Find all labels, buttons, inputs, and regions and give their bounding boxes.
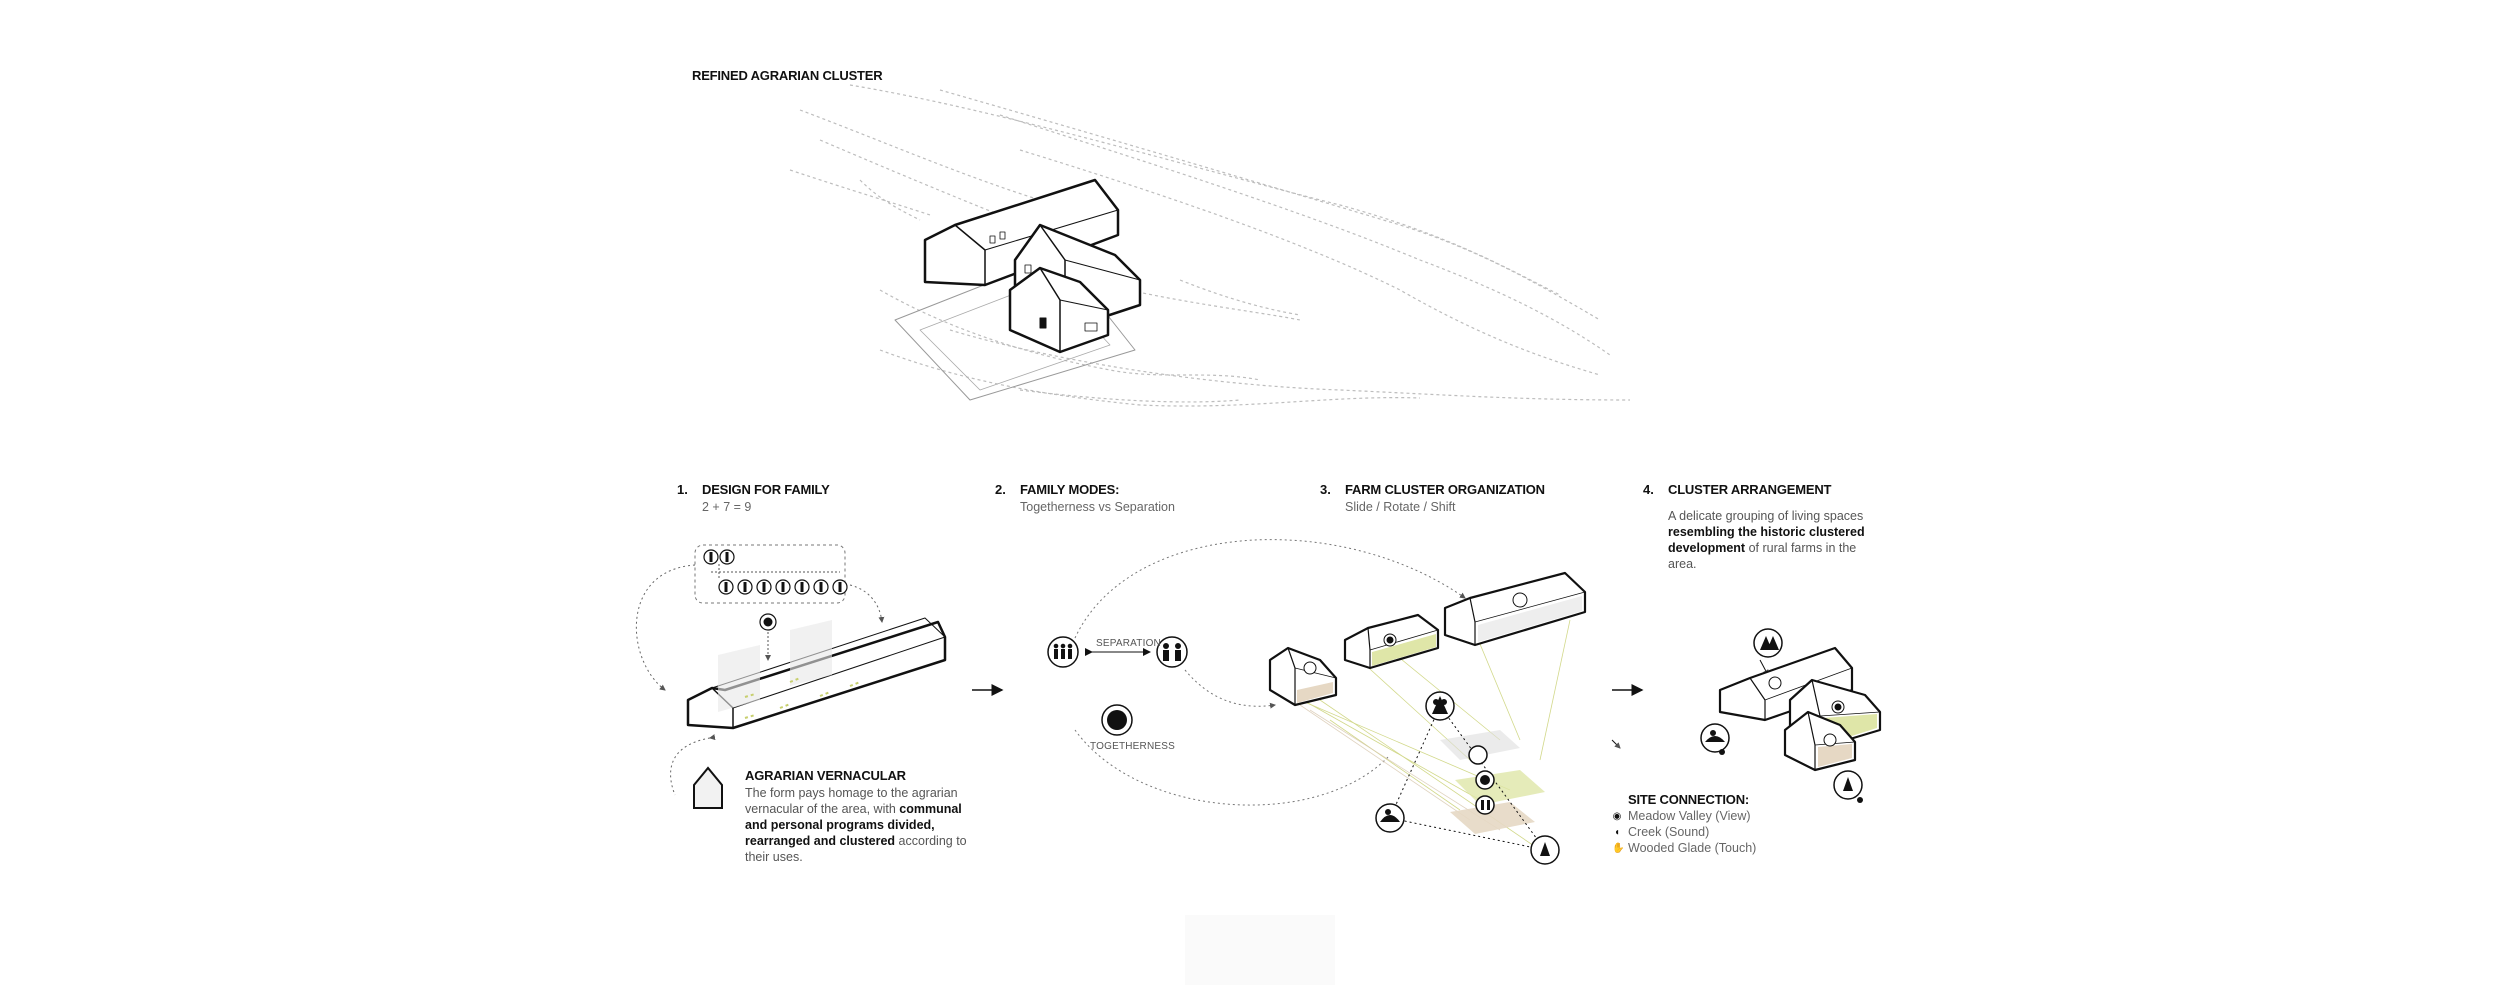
eye-icon: ◉ bbox=[1612, 810, 1622, 822]
togetherness-label: TOGETHERNESS bbox=[1090, 741, 1176, 752]
hand-icon: ✋ bbox=[1612, 842, 1625, 854]
faint-panel bbox=[1185, 915, 1335, 985]
site-connection-list: ◉Meadow Valley (View) ◖Creek (Sound) ✋Wo… bbox=[1612, 808, 1756, 856]
step-2-number: 2. bbox=[995, 482, 1006, 497]
diagram-title: REFINED AGRARIAN CLUSTER bbox=[692, 68, 883, 83]
step-3-subtitle: Slide / Rotate / Shift bbox=[1345, 500, 1456, 514]
step-3-number: 3. bbox=[1320, 482, 1331, 497]
vernacular-title: AGRARIAN VERNACULAR bbox=[745, 768, 906, 783]
step-1-title: DESIGN FOR FAMILY bbox=[702, 482, 830, 497]
step-1-number: 1. bbox=[677, 482, 688, 497]
arc-arrow-right bbox=[849, 584, 885, 623]
sound-icon: ◖ bbox=[1613, 826, 1621, 838]
family-box bbox=[694, 544, 848, 661]
site-item-creek: ◖Creek (Sound) bbox=[1613, 825, 1710, 839]
step-4-title: CLUSTER ARRANGEMENT bbox=[1668, 482, 1832, 497]
site-contours bbox=[789, 84, 1631, 407]
long-house bbox=[686, 617, 947, 730]
farm-cluster-diagram bbox=[1268, 571, 1587, 865]
separation-label: SEPARATION bbox=[1096, 638, 1161, 649]
top-cluster-model bbox=[894, 178, 1142, 401]
house-outline-icon bbox=[693, 766, 723, 809]
family-modes-diagram bbox=[1047, 539, 1466, 806]
cluster-arrangement-diagram bbox=[1611, 628, 1882, 803]
arc-arrow-lower bbox=[670, 734, 716, 796]
step-3-title: FARM CLUSTER ORGANIZATION bbox=[1345, 482, 1545, 497]
site-item-meadow: ◉Meadow Valley (View) bbox=[1612, 809, 1751, 823]
step-2-subtitle: Togetherness vs Separation bbox=[1020, 500, 1175, 514]
step-2-title: FAMILY MODES: bbox=[1020, 482, 1120, 497]
site-item-glade: ✋Wooded Glade (Touch) bbox=[1612, 841, 1757, 855]
step-4-number: 4. bbox=[1643, 482, 1654, 497]
cluster-description: A delicate grouping of living spaces res… bbox=[1668, 509, 1865, 571]
arc-arrow-left bbox=[635, 564, 696, 691]
step-1-subtitle: 2 + 7 = 9 bbox=[702, 500, 752, 514]
vernacular-description: The form pays homage to the agrarian ver… bbox=[745, 786, 967, 864]
site-connection-title: SITE CONNECTION: bbox=[1628, 792, 1750, 807]
